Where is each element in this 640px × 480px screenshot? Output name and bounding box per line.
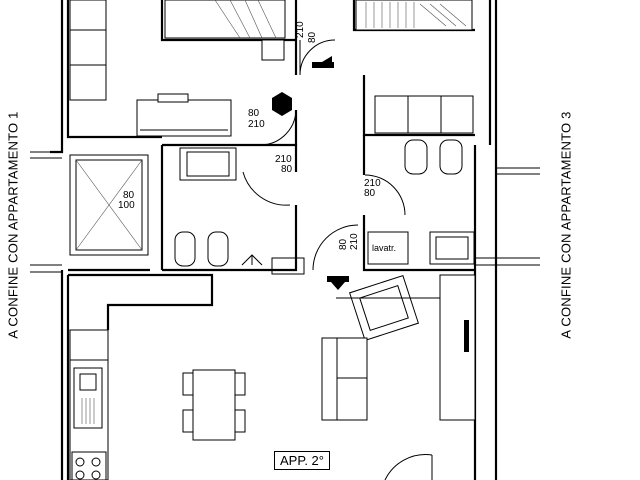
bidet-2	[439, 139, 463, 175]
chair	[234, 372, 246, 396]
laundry-sink	[367, 231, 409, 265]
dining-table	[192, 369, 236, 441]
bidet	[207, 231, 229, 267]
toilet	[174, 231, 196, 267]
washbasin	[179, 147, 237, 181]
sink-tag: lavatr.	[372, 243, 396, 253]
door-label-bath-right-h: 80	[364, 188, 376, 199]
door-label-living-h: 210	[349, 233, 360, 250]
chair	[234, 409, 246, 433]
bedroom-1	[69, 0, 286, 137]
boundary-label-right: A CONFINE CON APPARTAMENTO 3	[558, 111, 574, 339]
chair	[182, 372, 194, 396]
bathroom-left: 80 100	[69, 147, 305, 275]
sofa	[321, 337, 368, 421]
bathroom-right: lavatr.	[367, 139, 510, 266]
bedroom-2	[355, 0, 474, 134]
section-markers	[272, 56, 349, 290]
kitchen-sink	[73, 367, 103, 429]
chair	[182, 409, 194, 433]
toilet-2	[404, 139, 428, 175]
armchair	[349, 274, 419, 342]
door-label-bath-left-h: 80	[281, 164, 293, 175]
chair	[157, 93, 189, 103]
shower-width: 80	[123, 190, 135, 201]
door-labels: 210 80 80 210 210 80 210 80 80 210	[248, 21, 381, 250]
door-label-living-w: 80	[338, 238, 349, 250]
desk	[136, 99, 232, 137]
door-label-bedroom-1-h: 80	[307, 31, 318, 43]
unit-label: APP. 2°	[274, 451, 330, 470]
bed	[164, 0, 286, 39]
shower-height: 100	[118, 200, 135, 211]
door-label-bath-left-w: 210	[275, 154, 292, 165]
door-label-hall-left-h: 210	[248, 119, 265, 130]
door-label-hall-left-w: 80	[248, 108, 260, 119]
boundary-label-left: A CONFINE CON APPARTAMENTO 1	[5, 111, 21, 339]
nightstand	[261, 39, 285, 61]
tv-cabinet	[439, 274, 476, 421]
living-room	[69, 274, 476, 480]
wardrobe	[69, 0, 107, 101]
door-label-bedroom-1-w: 210	[295, 21, 306, 38]
doors	[242, 39, 433, 480]
cooktop	[71, 451, 107, 480]
wardrobe-2	[374, 95, 474, 134]
door-label-bath-right-w: 210	[364, 178, 381, 189]
